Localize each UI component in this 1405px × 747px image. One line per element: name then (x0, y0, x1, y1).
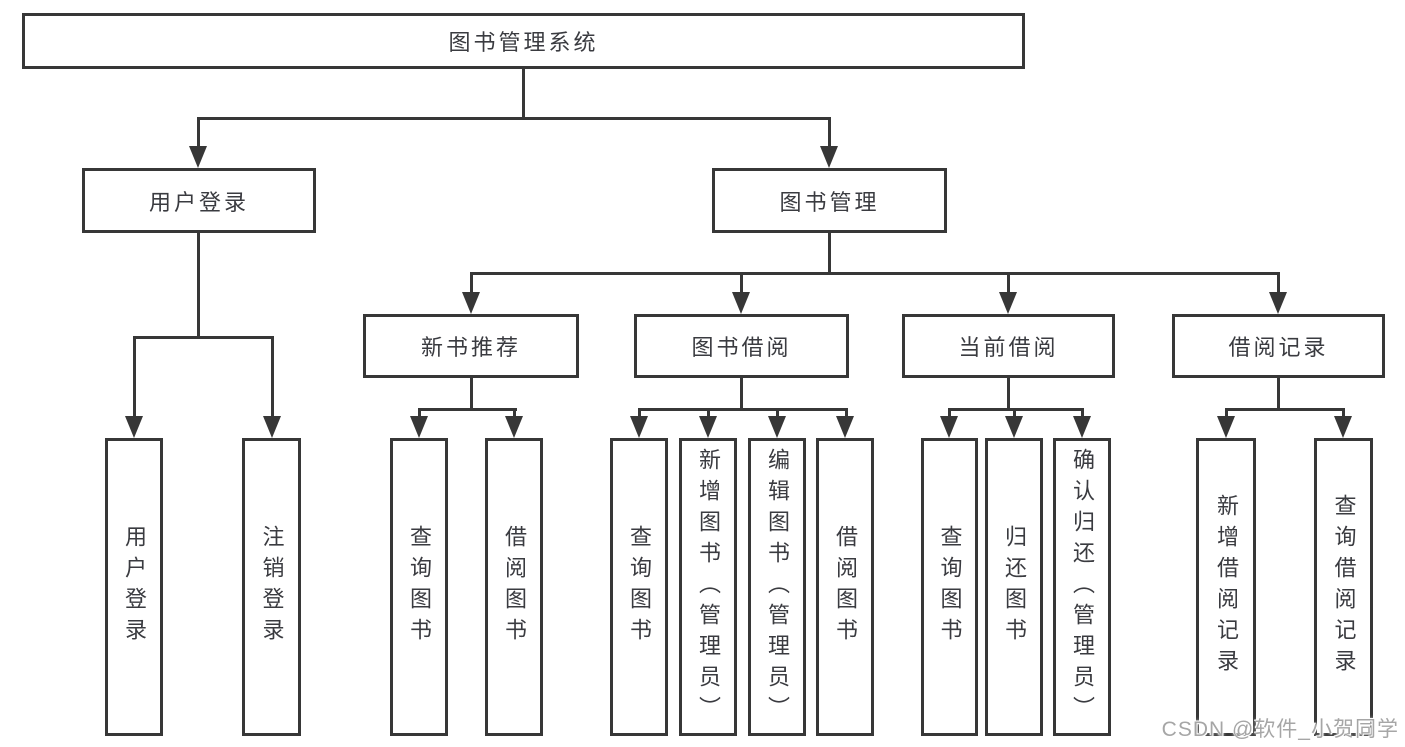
leaf-add-borrow-record-label: 新增借阅记录 (1214, 494, 1239, 680)
leaf-logout-label: 注销登录 (259, 525, 285, 649)
node-new-book-recommendation: 新书推荐 (363, 314, 579, 378)
node-user-login: 用户登录 (82, 168, 316, 233)
connector-stem-book-borrow (740, 272, 743, 294)
csdn-watermark: CSDN @软件_小贺同学 (1161, 718, 1399, 741)
connector-new-book-drop (470, 378, 473, 408)
arrow-to-book-management-icon (820, 146, 838, 168)
leaf-add-borrow-record: 新增借阅记录 (1196, 438, 1256, 736)
connector-stem-br-add (1225, 408, 1228, 420)
connector-stem-cb-query (948, 408, 951, 420)
connector-root-drop (522, 69, 525, 117)
node-current-borrowing-label: 当前借阅 (958, 335, 1059, 360)
connector-stem-book-management (828, 117, 831, 146)
arrow-to-borrow-records-icon (1269, 292, 1287, 314)
leaf-logout: 注销登录 (242, 438, 301, 736)
leaf-user-login: 用户登录 (105, 438, 163, 736)
node-borrowing-records-label: 借阅记录 (1228, 335, 1329, 360)
arrow-to-leaf-user-login-icon (125, 416, 143, 438)
arrow-to-bb-edit-icon (768, 416, 786, 438)
connector-stem-new-book (470, 272, 473, 294)
node-root: 图书管理系统 (22, 13, 1025, 69)
arrow-to-current-borrow-icon (999, 292, 1017, 314)
connector-stem-bb-query (638, 408, 641, 420)
connector-book-borrow-rail (638, 408, 848, 411)
leaf-return-books-label: 归还图书 (1002, 525, 1027, 649)
arrow-to-bb-add-icon (699, 416, 717, 438)
connector-stem-borrow-records (1277, 272, 1280, 294)
connector-stem-current-borrow (1007, 272, 1010, 294)
connector-stem-cb-confirm (1081, 408, 1084, 420)
leaf-return-books: 归还图书 (985, 438, 1043, 736)
arrow-to-nb-borrow-icon (505, 416, 523, 438)
leaf-edit-book-admin-label: 编辑图书（管理员） (765, 447, 790, 727)
arrow-to-br-query-icon (1334, 416, 1352, 438)
connector-book-management-drop (828, 233, 831, 272)
leaf-user-login-label: 用户登录 (122, 525, 147, 649)
node-book-borrowing-label: 图书借阅 (691, 335, 792, 360)
connector-user-login-rail (133, 336, 274, 339)
connector-new-book-rail (418, 408, 517, 411)
connector-borrow-records-drop (1277, 378, 1280, 408)
leaf-add-book-admin-label: 新增图书（管理员） (696, 447, 721, 727)
connector-stem-nb-borrow (513, 408, 516, 420)
leaf-query-books-label: 查询图书 (627, 525, 652, 649)
leaf-borrow-books-label: 借阅图书 (833, 525, 858, 649)
connector-stem-nb-query (418, 408, 421, 420)
leaf-query-books-label: 查询图书 (407, 525, 432, 649)
arrow-to-cb-confirm-icon (1073, 416, 1091, 438)
node-new-book-recommendation-label: 新书推荐 (420, 335, 521, 360)
arrow-to-cb-return-icon (1005, 416, 1023, 438)
connector-stem-bb-edit (776, 408, 779, 420)
node-book-management-label: 图书管理 (779, 189, 880, 215)
leaf-confirm-return-admin: 确认归还（管理员） (1053, 438, 1111, 736)
leaf-edit-book-admin: 编辑图书（管理员） (748, 438, 806, 736)
leaf-borrow-books: 借阅图书 (485, 438, 543, 736)
connector-level2-rail (470, 272, 1280, 275)
connector-current-borrow-rail (948, 408, 1084, 411)
arrow-to-nb-query-icon (410, 416, 428, 438)
arrow-to-cb-query-icon (940, 416, 958, 438)
node-borrowing-records: 借阅记录 (1172, 314, 1385, 378)
connector-current-borrow-drop (1007, 378, 1010, 408)
connector-stem-cb-return (1013, 408, 1016, 420)
leaf-query-books: 查询图书 (390, 438, 448, 736)
arrow-to-new-book-icon (462, 292, 480, 314)
leaf-query-borrow-record-label: 查询借阅记录 (1331, 494, 1357, 680)
node-root-label: 图书管理系统 (448, 30, 599, 55)
connector-stem-leaf-user-login (133, 336, 136, 418)
leaf-borrow-books-label: 借阅图书 (502, 525, 527, 649)
leaf-query-borrow-record: 查询借阅记录 (1314, 438, 1373, 736)
leaf-query-books-label: 查询图书 (937, 525, 963, 649)
leaf-confirm-return-admin-label: 确认归还（管理员） (1070, 447, 1095, 727)
connector-user-login-drop (197, 233, 200, 336)
arrow-to-bb-borrow-icon (836, 416, 854, 438)
connector-stem-leaf-logout (271, 336, 274, 418)
node-book-borrowing: 图书借阅 (634, 314, 849, 378)
node-current-borrowing: 当前借阅 (902, 314, 1115, 378)
connector-book-borrow-drop (740, 378, 743, 408)
leaf-query-books: 查询图书 (921, 438, 978, 736)
leaf-add-book-admin: 新增图书（管理员） (679, 438, 737, 736)
leaf-query-books: 查询图书 (610, 438, 668, 736)
arrow-to-book-borrow-icon (732, 292, 750, 314)
leaf-borrow-books: 借阅图书 (816, 438, 874, 736)
arrow-to-br-add-icon (1217, 416, 1235, 438)
connector-level1-rail (197, 117, 831, 120)
connector-stem-br-query (1342, 408, 1345, 420)
connector-stem-bb-add (707, 408, 710, 420)
arrow-to-bb-query-icon (630, 416, 648, 438)
node-user-login-label: 用户登录 (148, 189, 249, 215)
connector-stem-user-login (197, 117, 200, 146)
arrow-to-user-login-icon (189, 146, 207, 168)
node-book-management: 图书管理 (712, 168, 947, 233)
arrow-to-leaf-logout-icon (263, 416, 281, 438)
connector-borrow-records-rail (1225, 408, 1345, 411)
connector-stem-bb-borrow (845, 408, 848, 420)
